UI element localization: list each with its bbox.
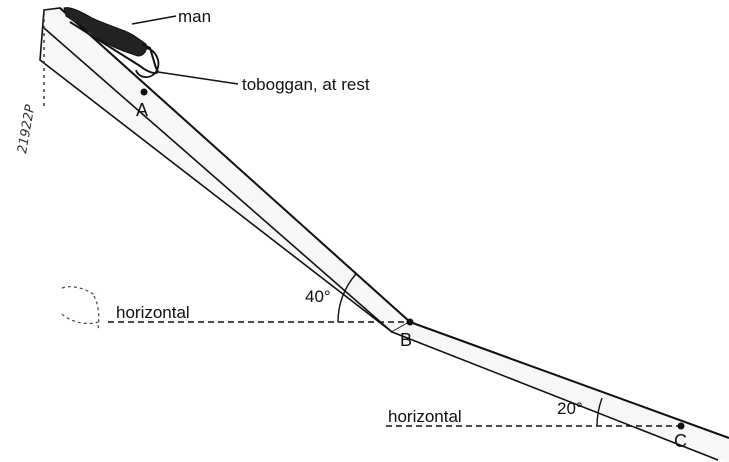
man-leader-line xyxy=(131,15,177,25)
man-label: man xyxy=(178,7,211,26)
toboggan-label: toboggan, at rest xyxy=(242,75,370,94)
upper-slope-bottom-edge xyxy=(43,27,393,333)
point-b-label: B xyxy=(400,330,412,350)
man-on-toboggan-figure xyxy=(63,7,160,78)
upper-slope-top-edge xyxy=(59,7,411,323)
horizontal-label-lower: horizontal xyxy=(388,407,462,426)
toboggan-leader-line xyxy=(157,71,239,85)
lower-slope xyxy=(392,322,729,462)
lower-slope-bottom-edge xyxy=(391,331,719,461)
margin-note: 21922P xyxy=(15,103,38,154)
lower-slope-top-edge xyxy=(409,321,729,439)
angle-arc-20 xyxy=(596,397,603,427)
sketch-mark-left xyxy=(61,286,100,331)
angle-20-label: 20° xyxy=(557,399,583,418)
man-silhouette xyxy=(63,7,147,57)
toboggan-curl xyxy=(135,47,160,78)
upper-slope xyxy=(39,7,412,333)
point-a-dot xyxy=(140,88,148,96)
angle-40-label: 40° xyxy=(305,287,331,306)
point-c-label: C xyxy=(674,431,687,451)
angle-arc-40 xyxy=(337,273,357,323)
point-a-label: A xyxy=(136,100,148,120)
horizontal-label-upper: horizontal xyxy=(116,303,190,322)
